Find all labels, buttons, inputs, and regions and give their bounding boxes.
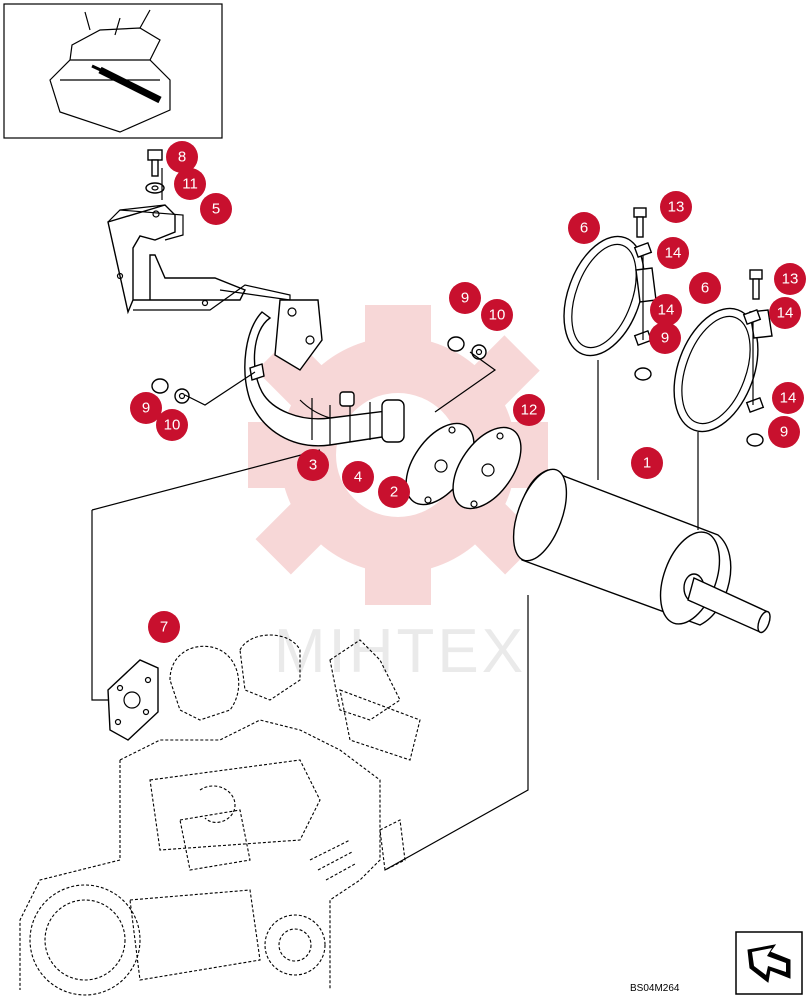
- callout-9-mid[interactable]: 9: [449, 282, 481, 314]
- svg-text:6: 6: [701, 280, 709, 297]
- svg-text:12: 12: [521, 402, 538, 419]
- gasket-7: [107, 659, 159, 741]
- svg-text:10: 10: [164, 417, 181, 434]
- svg-text:2: 2: [390, 484, 398, 501]
- callout-10-mid[interactable]: 10: [481, 299, 513, 331]
- callout-8[interactable]: 8: [166, 141, 198, 173]
- callout-14d[interactable]: 14: [772, 382, 804, 414]
- svg-text:13: 13: [782, 271, 799, 288]
- svg-text:8: 8: [178, 149, 186, 166]
- svg-text:5: 5: [212, 201, 220, 218]
- svg-text:1: 1: [643, 455, 651, 472]
- nut-9-left: [151, 378, 169, 394]
- svg-text:9: 9: [780, 424, 788, 441]
- washer-10-mid: [471, 344, 487, 360]
- nut-9-mid: [447, 336, 465, 352]
- watermark-text: MIHTEX: [274, 617, 526, 686]
- callout-11[interactable]: 11: [174, 168, 206, 200]
- svg-text:9: 9: [142, 400, 150, 417]
- callout-14c[interactable]: 14: [650, 294, 682, 326]
- washer-14a: [633, 242, 653, 258]
- svg-text:14: 14: [658, 302, 675, 319]
- callout-1[interactable]: 1: [631, 447, 663, 479]
- nut-9-upper-right: [634, 367, 652, 381]
- return-arrow-icon[interactable]: [735, 931, 803, 995]
- callout-14a[interactable]: 14: [657, 237, 689, 269]
- callout-2[interactable]: 2: [378, 476, 410, 508]
- callout-9-left[interactable]: 9: [130, 392, 162, 424]
- gasket-12: [452, 426, 522, 510]
- washer-11: [145, 182, 165, 194]
- bolt-13b: [749, 269, 763, 300]
- callout-10-left[interactable]: 10: [156, 409, 188, 441]
- muffler-1: [512, 468, 771, 634]
- svg-text:14: 14: [665, 245, 682, 262]
- callout-6b[interactable]: 6: [689, 272, 721, 304]
- svg-text:14: 14: [777, 305, 794, 322]
- bolt-8: [147, 149, 163, 177]
- callout-5[interactable]: 5: [200, 193, 232, 225]
- svg-text:9: 9: [661, 330, 669, 347]
- svg-text:3: 3: [309, 457, 317, 474]
- inset-location-view: [3, 3, 223, 139]
- callout-14b[interactable]: 14: [769, 297, 801, 329]
- nut-9-lower-right: [746, 433, 764, 447]
- svg-text:13: 13: [668, 199, 685, 216]
- svg-text:14: 14: [780, 390, 797, 407]
- callout-4[interactable]: 4: [342, 461, 374, 493]
- clamp-6b: [673, 307, 773, 433]
- callouts: 1 2 3 4 5 6 6 7 8 9 9 9: [130, 141, 806, 643]
- drawing-reference-code: BS04M264: [630, 983, 680, 994]
- svg-text:10: 10: [489, 307, 506, 324]
- callout-13a[interactable]: 13: [660, 191, 692, 223]
- callout-9-upper-right[interactable]: 9: [649, 322, 681, 354]
- svg-text:11: 11: [182, 176, 198, 193]
- washer-14d: [745, 397, 765, 413]
- clamp-6a: [563, 235, 657, 357]
- washer-14b: [742, 309, 762, 325]
- assembly-lines: [91, 168, 754, 871]
- engine-dashed-outline: [19, 634, 421, 996]
- callout-6a[interactable]: 6: [568, 212, 600, 244]
- callout-3[interactable]: 3: [297, 449, 329, 481]
- svg-text:6: 6: [580, 220, 588, 237]
- svg-text:9: 9: [461, 290, 469, 307]
- washer-10-left: [174, 388, 190, 404]
- svg-text:4: 4: [354, 469, 362, 486]
- callout-7[interactable]: 7: [148, 611, 180, 643]
- callout-12[interactable]: 12: [513, 394, 545, 426]
- bolt-13a: [633, 207, 647, 238]
- callout-13b[interactable]: 13: [774, 263, 806, 295]
- svg-text:7: 7: [160, 619, 168, 636]
- exhaust-pipe-3: [244, 299, 405, 447]
- callout-9-lower-right[interactable]: 9: [768, 416, 800, 448]
